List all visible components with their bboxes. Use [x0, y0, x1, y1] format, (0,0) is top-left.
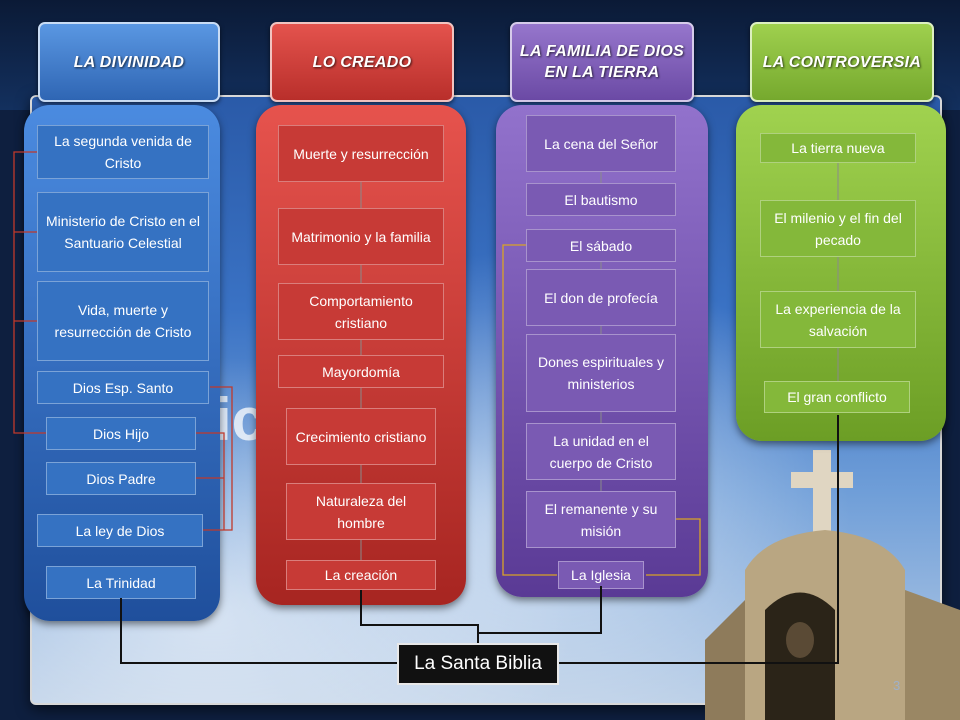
- item-bautismo: El bautismo: [526, 183, 676, 216]
- item-don-profecia: El don de profecía: [526, 269, 676, 326]
- panel-controversia: La tierra nueva El milenio y el fin del …: [736, 105, 946, 441]
- root-la-santa-biblia: La Santa Biblia: [397, 643, 559, 685]
- panel-divinidad: La segunda venida de Cristo Ministerio d…: [24, 105, 220, 621]
- item-sabado: El sábado: [526, 229, 676, 262]
- header-familia: LA FAMILIA DE DIOS EN LA TIERRA: [510, 22, 694, 102]
- item-unidad-cuerpo: La unidad en el cuerpo de Cristo: [526, 423, 676, 480]
- item-gran-conflicto: El gran conflicto: [764, 381, 910, 413]
- item-iglesia: La Iglesia: [558, 561, 644, 589]
- item-dios-padre: Dios Padre: [46, 462, 196, 495]
- header-familia-label: LA FAMILIA DE DIOS EN LA TIERRA: [519, 43, 685, 81]
- header-divinidad-label: LA DIVINIDAD: [73, 53, 185, 71]
- item-remanente: El remanente y su misión: [526, 491, 676, 548]
- item-naturaleza: Naturaleza del hombre: [286, 483, 436, 540]
- item-crecimiento: Crecimiento cristiano: [286, 408, 436, 465]
- header-divinidad: LA DIVINIDAD: [38, 22, 220, 102]
- item-muerte-resurreccion: Muerte y resurrección: [278, 125, 444, 182]
- item-matrimonio-familia: Matrimonio y la familia: [278, 208, 444, 265]
- item-comportamiento: Comportamiento cristiano: [278, 283, 444, 340]
- panel-creado: Muerte y resurrección Matrimonio y la fa…: [256, 105, 466, 605]
- item-dios-hijo: Dios Hijo: [46, 417, 196, 450]
- header-creado: LO CREADO: [270, 22, 454, 102]
- header-controversia-label: LA CONTROVERSIA: [762, 53, 922, 71]
- item-vida-muerte: Vida, muerte y resurrección de Cristo: [37, 281, 209, 361]
- item-experiencia-salvacion: La experiencia de la salvación: [760, 291, 916, 348]
- header-creado-label: LO CREADO: [312, 53, 412, 71]
- item-mayordomia: Mayordomía: [278, 355, 444, 388]
- item-cena-senor: La cena del Señor: [526, 115, 676, 172]
- header-controversia: LA CONTROVERSIA: [750, 22, 934, 102]
- item-segunda-venida: La segunda venida de Cristo: [37, 125, 209, 179]
- item-ministerio-santuario: Ministerio de Cristo en el Santuario Cel…: [37, 192, 209, 272]
- item-trinidad: La Trinidad: [46, 566, 196, 599]
- item-dones-espirituales: Dones espirituales y ministerios: [526, 334, 676, 412]
- item-espiritu-santo: Dios Esp. Santo: [37, 371, 209, 404]
- item-tierra-nueva: La tierra nueva: [760, 133, 916, 163]
- item-creacion: La creación: [286, 560, 436, 590]
- item-ley-de-dios: La ley de Dios: [37, 514, 203, 547]
- item-milenio: El milenio y el fin del pecado: [760, 200, 916, 257]
- church-bell-tower-image: [705, 450, 960, 720]
- panel-familia: La cena del Señor El bautismo El sábado …: [496, 105, 708, 597]
- page-number: 3: [893, 678, 901, 693]
